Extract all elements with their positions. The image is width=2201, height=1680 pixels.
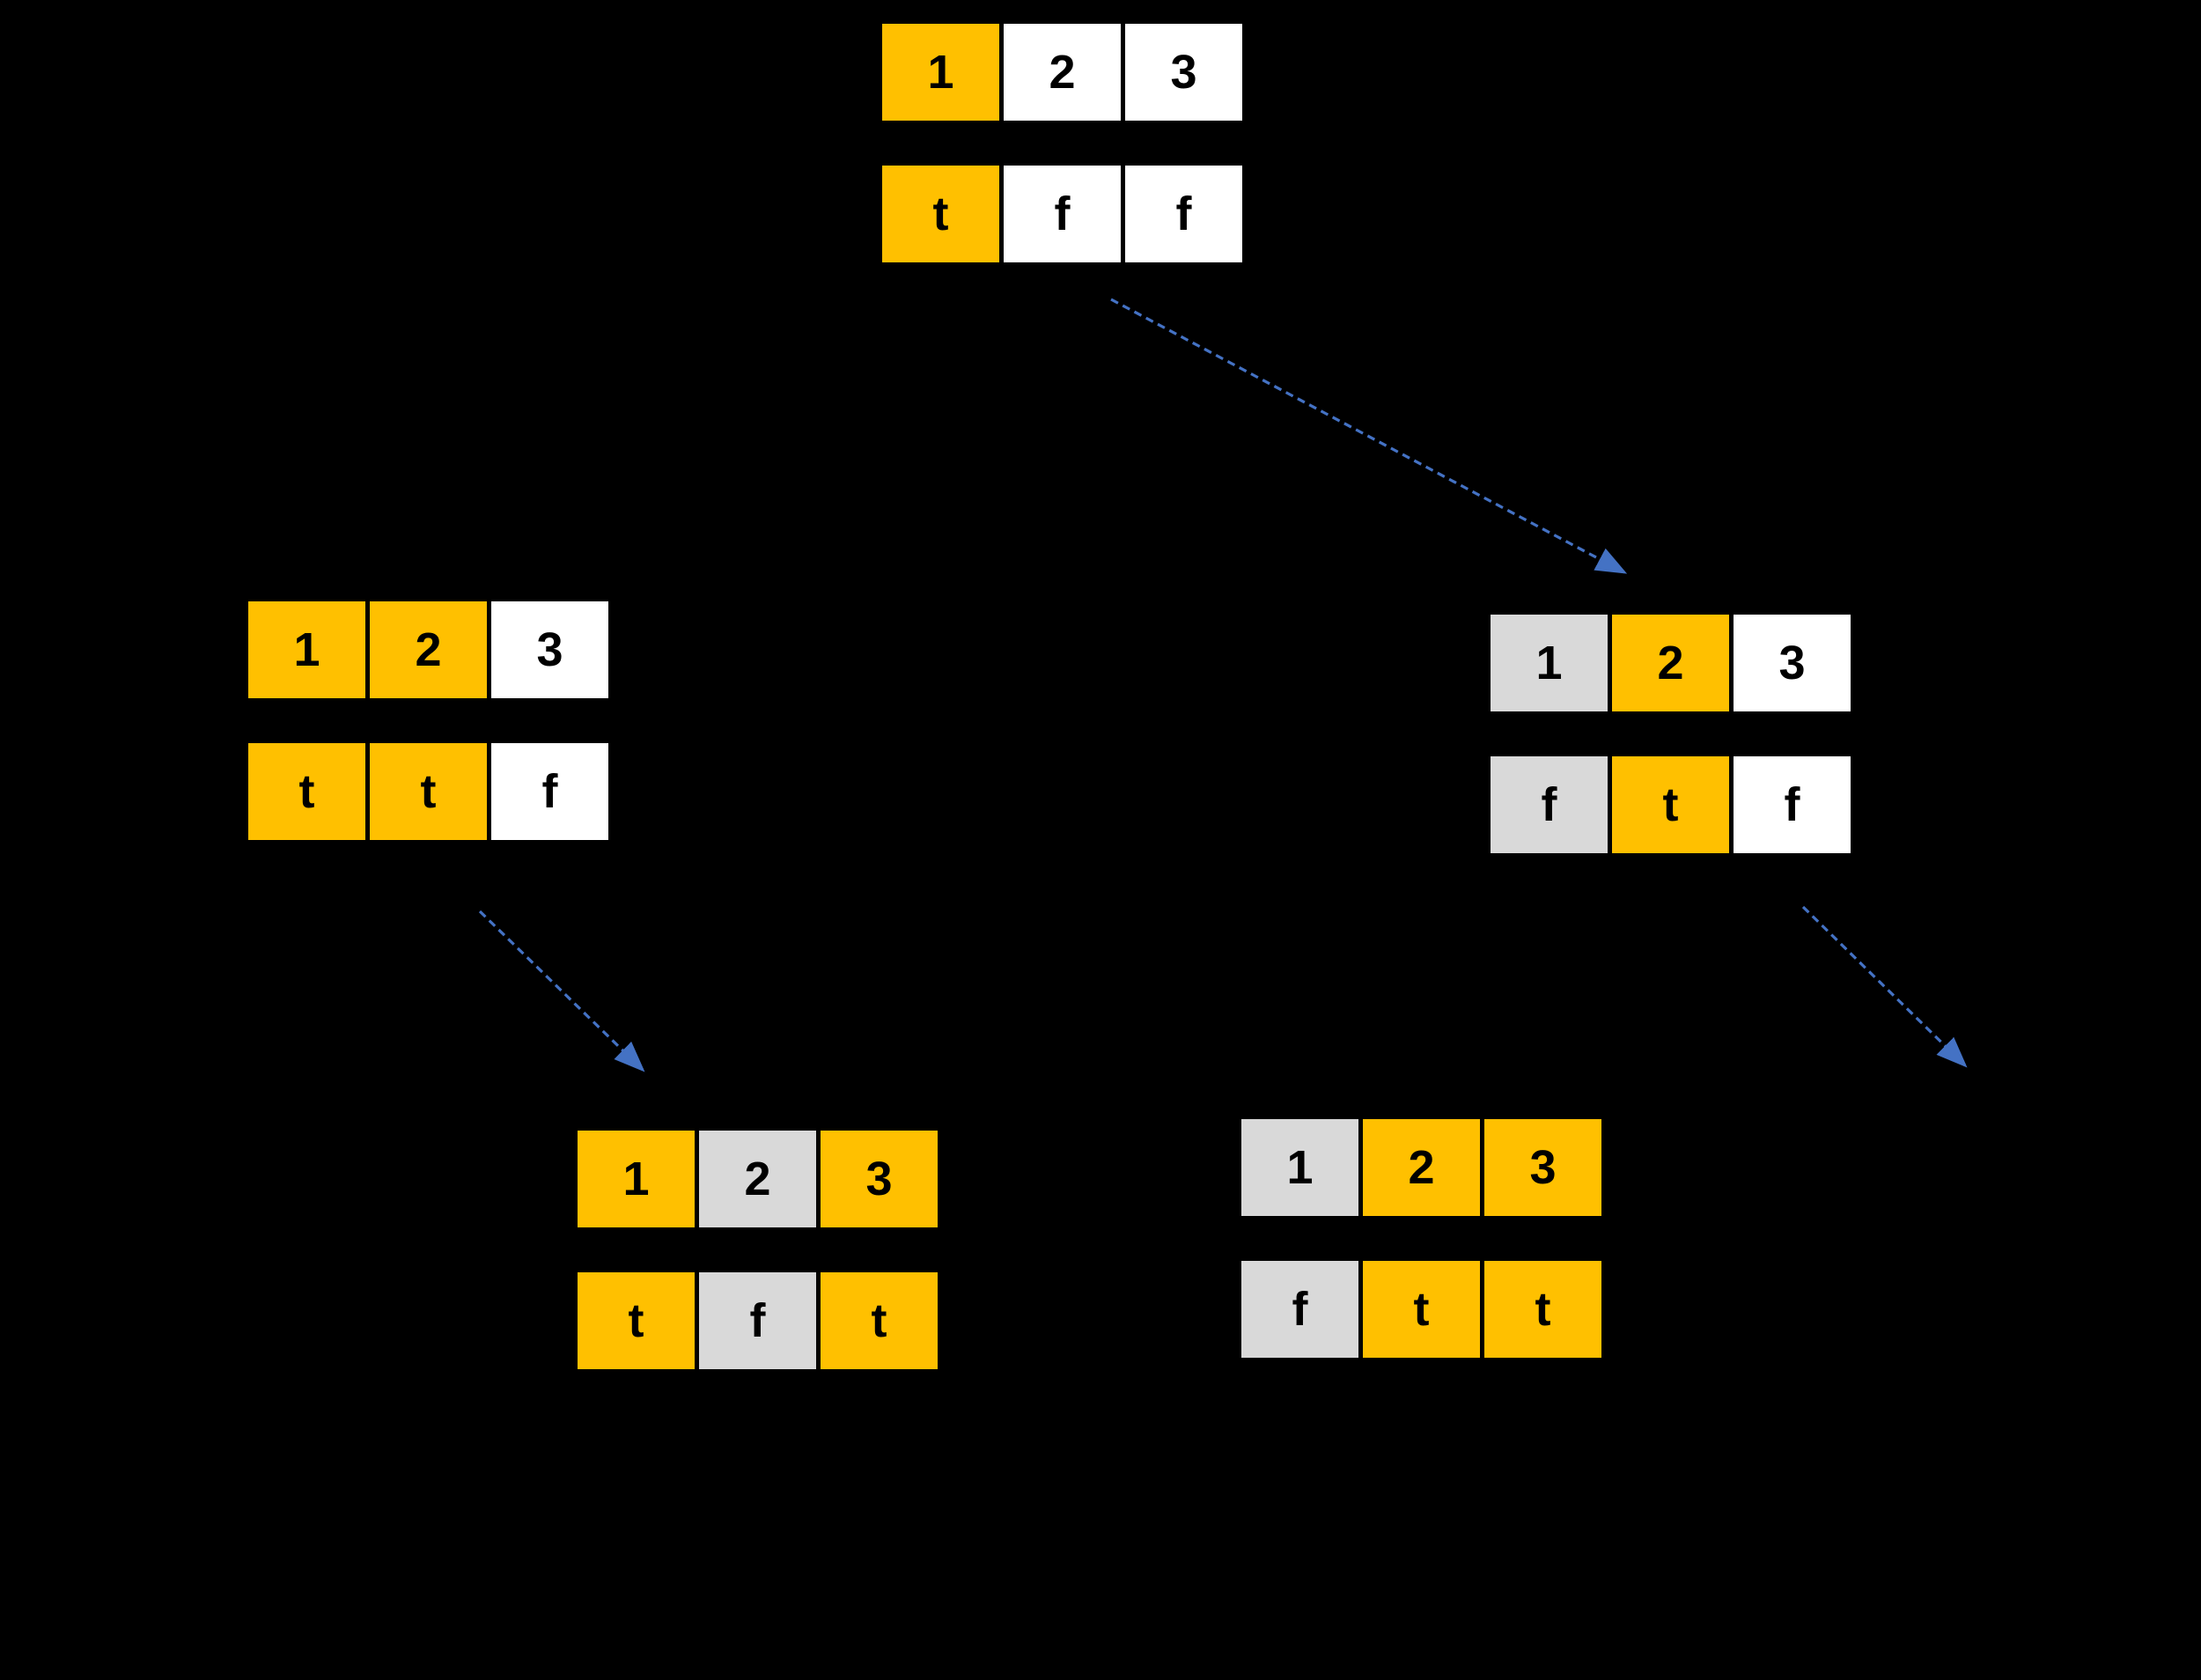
value-cell: 3 xyxy=(1484,1119,1601,1216)
value-cell: 3 xyxy=(1734,615,1851,711)
values-row: 1 2 3 xyxy=(1241,1119,1601,1216)
value-cell: 2 xyxy=(1363,1119,1480,1216)
state-table-bottom-left: 1 2 3 t f t xyxy=(578,1131,938,1369)
value-cell: 1 xyxy=(578,1131,695,1227)
values-row: 1 2 3 xyxy=(882,24,1242,121)
flags-row: t t f xyxy=(248,743,608,840)
flag-cell: f xyxy=(1241,1261,1358,1358)
value-cell: 2 xyxy=(1004,24,1121,121)
flags-row: f t t xyxy=(1241,1261,1601,1358)
flag-cell: t xyxy=(578,1272,695,1369)
value-cell: 2 xyxy=(370,601,487,698)
value-cell: 3 xyxy=(491,601,608,698)
value-cell: 2 xyxy=(699,1131,816,1227)
value-cell: 1 xyxy=(882,24,999,121)
values-row: 1 2 3 xyxy=(1491,615,1851,711)
value-cell: 3 xyxy=(821,1131,938,1227)
state-table-bottom-middle: 1 2 3 f t t xyxy=(1241,1119,1601,1358)
flag-cell: t xyxy=(882,166,999,262)
state-table-top: 1 2 3 t f f xyxy=(882,24,1242,262)
dashed-arrow-mid-right-to-offscreen xyxy=(1801,905,1968,1068)
state-table-middle-right: 1 2 3 f t f xyxy=(1491,615,1851,853)
flag-cell: t xyxy=(1484,1261,1601,1358)
values-row: 1 2 3 xyxy=(578,1131,938,1227)
dashed-arrow-top-to-mid-right xyxy=(1110,298,1628,574)
value-cell: 1 xyxy=(248,601,365,698)
value-cell: 3 xyxy=(1125,24,1242,121)
flag-cell: f xyxy=(1125,166,1242,262)
value-cell: 1 xyxy=(1241,1119,1358,1216)
flag-cell: t xyxy=(248,743,365,840)
flag-cell: f xyxy=(1491,756,1608,853)
flag-cell: f xyxy=(491,743,608,840)
flag-cell: t xyxy=(821,1272,938,1369)
flag-cell: f xyxy=(1004,166,1121,262)
flag-cell: t xyxy=(1612,756,1729,853)
flags-row: t f f xyxy=(882,166,1242,262)
flag-cell: t xyxy=(1363,1261,1480,1358)
flags-row: f t f xyxy=(1491,756,1851,853)
values-row: 1 2 3 xyxy=(248,601,608,698)
value-cell: 2 xyxy=(1612,615,1729,711)
state-table-middle-left: 1 2 3 t t f xyxy=(248,601,608,840)
dashed-arrow-mid-left-to-bottom-left xyxy=(478,910,645,1072)
flag-cell: f xyxy=(1734,756,1851,853)
value-cell: 1 xyxy=(1491,615,1608,711)
flag-cell: t xyxy=(370,743,487,840)
flag-cell: f xyxy=(699,1272,816,1369)
flags-row: t f t xyxy=(578,1272,938,1369)
